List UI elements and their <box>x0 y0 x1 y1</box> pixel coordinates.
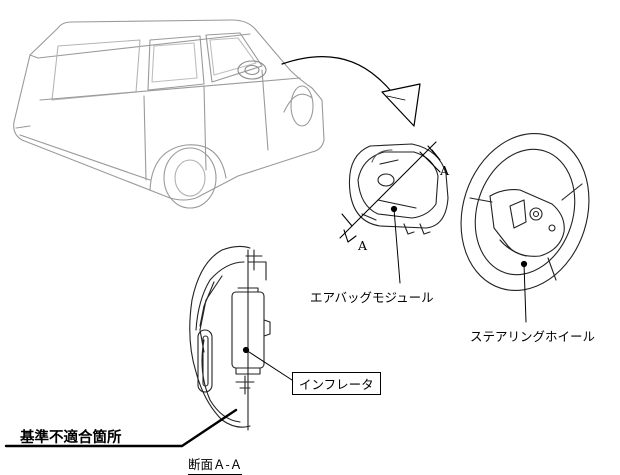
curved-arrow <box>281 55 421 127</box>
section-marker-label-upper: A <box>440 163 450 178</box>
nonconforming-pointer <box>4 408 238 448</box>
steering-wheel-label: ステアリングホイール <box>470 329 596 344</box>
section-marker-label-lower: A <box>358 238 368 253</box>
section-line-a-a <box>339 141 441 243</box>
inflator-label: インフレータ <box>292 372 381 395</box>
callout-lines <box>242 205 528 381</box>
airbag-module-label: エアバッグモジュール <box>310 290 434 305</box>
vehicle-illustration <box>13 19 325 209</box>
nonconforming-location-label: 基準不適合箇所 <box>20 430 122 446</box>
steering-wheel-illustration <box>460 132 590 292</box>
airbag-module-illustration <box>348 143 449 235</box>
section-view-illustration <box>189 245 271 431</box>
section-view-caption: 断面Ａ-Ａ <box>188 454 243 475</box>
